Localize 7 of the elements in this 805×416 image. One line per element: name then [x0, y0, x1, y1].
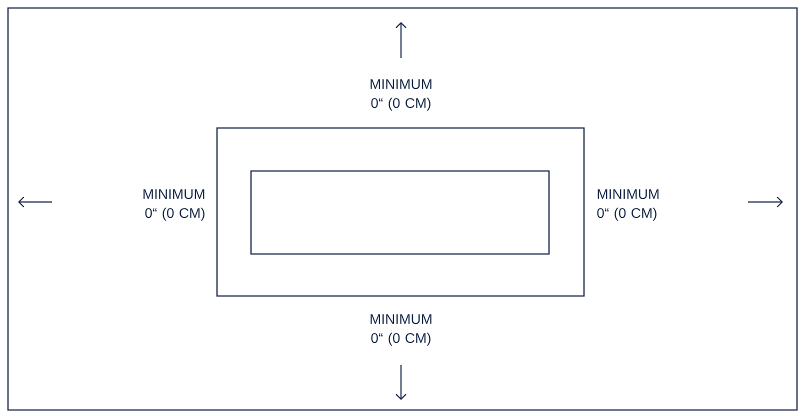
clearance-label: MINIMUM 0“ (0 CM)	[144, 189, 204, 221]
outer-border	[7, 7, 798, 411]
content-box	[250, 170, 550, 255]
clearance-box	[216, 127, 585, 297]
clearance-label: MINIMUM 0“ (0 CM)	[370, 79, 432, 111]
clearance-label: MINIMUM 0“ (0 CM)	[370, 314, 432, 346]
clearance-label: MINIMUM 0“ (0 CM)	[597, 189, 658, 221]
